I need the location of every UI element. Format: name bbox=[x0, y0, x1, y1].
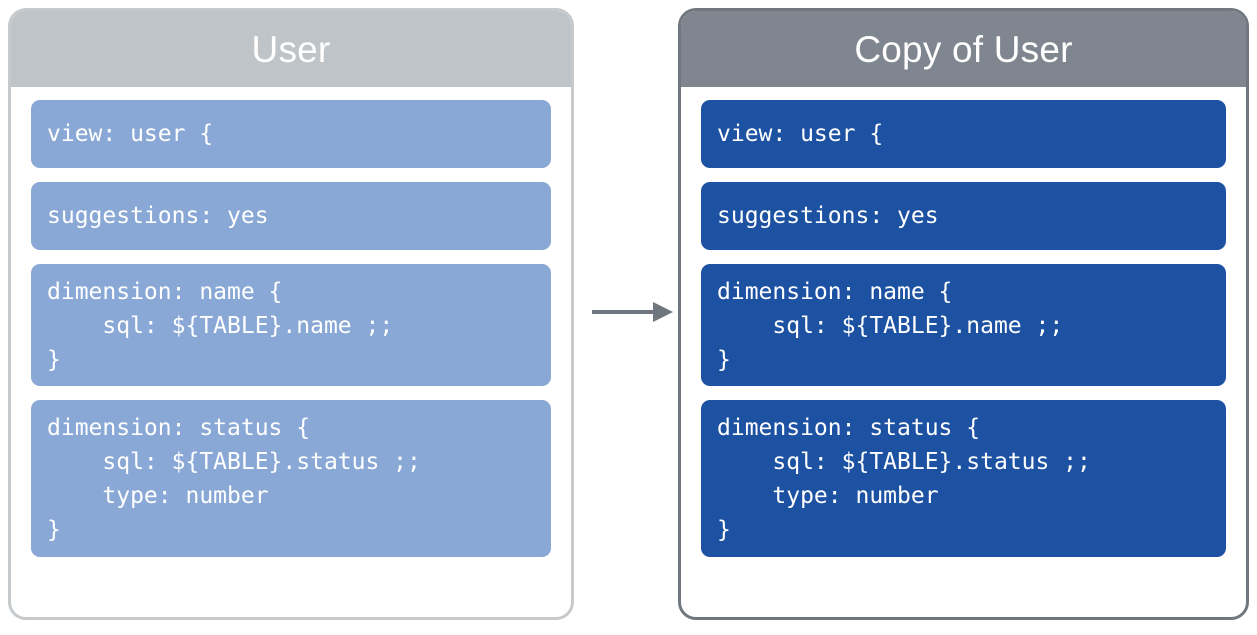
source-code-block-suggestions-parameter: suggestions: yes bbox=[31, 182, 551, 250]
copy-arrow-icon bbox=[589, 296, 675, 328]
source-panel-body: view: user { suggestions: yes dimension:… bbox=[11, 87, 571, 617]
source-view-panel: User view: user { suggestions: yes dimen… bbox=[8, 8, 574, 620]
copy-view-panel: Copy of User view: user { suggestions: y… bbox=[678, 8, 1249, 620]
source-code-block-dimension-status: dimension: status { sql: ${TABLE}.status… bbox=[31, 400, 551, 557]
source-panel-title: User bbox=[11, 11, 571, 87]
copy-code-block-view-declaration: view: user { bbox=[701, 100, 1226, 168]
copy-code-block-suggestions-parameter: suggestions: yes bbox=[701, 182, 1226, 250]
copy-panel-body: view: user { suggestions: yes dimension:… bbox=[681, 87, 1246, 617]
copy-code-block-dimension-name: dimension: name { sql: ${TABLE}.name ;; … bbox=[701, 264, 1226, 386]
copy-code-block-dimension-status: dimension: status { sql: ${TABLE}.status… bbox=[701, 400, 1226, 557]
source-code-block-view-declaration: view: user { bbox=[31, 100, 551, 168]
source-code-block-dimension-name: dimension: name { sql: ${TABLE}.name ;; … bbox=[31, 264, 551, 386]
copy-panel-title: Copy of User bbox=[681, 11, 1246, 87]
